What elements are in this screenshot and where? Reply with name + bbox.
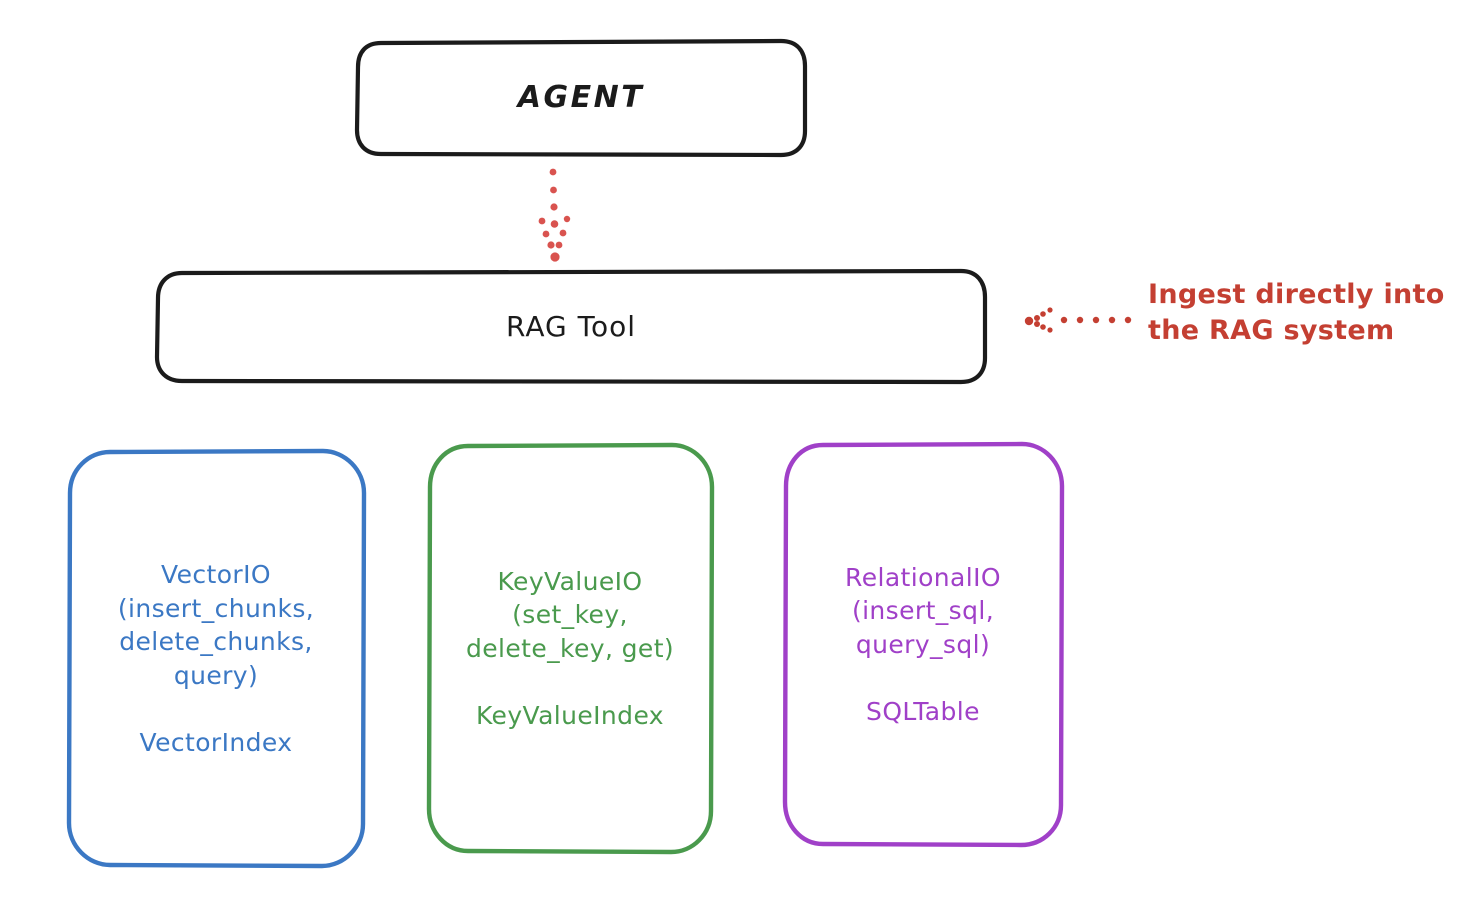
- ingest-annotation-text: Ingest directly into the RAG system: [1148, 279, 1445, 347]
- key-value-io-api-label: KeyValueIO (set_key, delete_key, get): [465, 566, 675, 664]
- agent-to-rag-arrow: [538, 168, 571, 262]
- relational-io-node[interactable]: RelationalIO (insert_sql, query_sql) SQL…: [784, 444, 1062, 845]
- rag-tool-label: RAG Tool: [506, 309, 636, 343]
- rag-tool-node[interactable]: RAG Tool: [157, 271, 985, 382]
- relational-io-api-label: RelationalIO (insert_sql, query_sql): [845, 562, 1001, 660]
- vector-io-node[interactable]: VectorIO (insert_chunks, delete_chunks, …: [68, 451, 364, 866]
- key-value-io-box-outline: [426, 442, 715, 855]
- agent-label: AGENT: [517, 80, 645, 116]
- agent-box-outline: [354, 38, 808, 158]
- vector-index-label: VectorIndex: [139, 727, 293, 757]
- agent-node[interactable]: AGENT: [357, 41, 805, 155]
- vector-io-box-outline: [66, 448, 367, 869]
- key-value-io-node[interactable]: KeyValueIO (set_key, delete_key, get) Ke…: [428, 445, 712, 852]
- relational-io-box-outline: [782, 441, 1065, 848]
- vector-io-api-label: VectorIO (insert_chunks, delete_chunks, …: [117, 559, 315, 690]
- rag-tool-box-outline: [154, 268, 988, 385]
- ingest-dotted-arrow: [1024, 307, 1132, 333]
- sql-table-label: SQLTable: [866, 696, 980, 726]
- key-value-index-label: KeyValueIndex: [475, 700, 664, 730]
